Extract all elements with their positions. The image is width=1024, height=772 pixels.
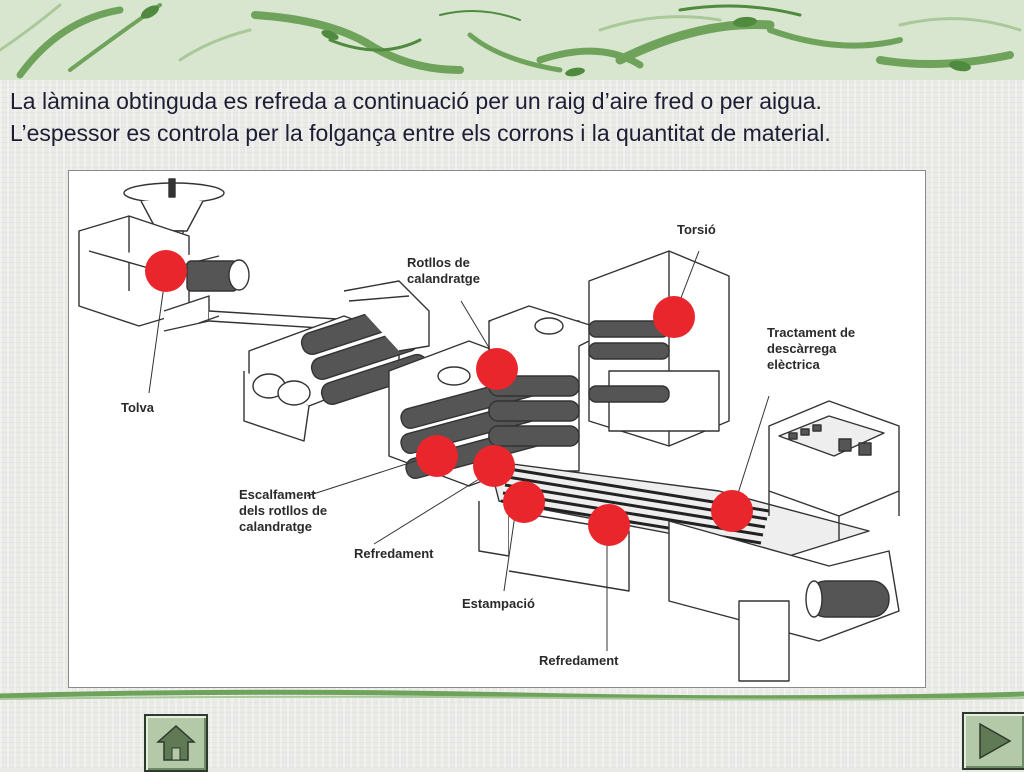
marker-tolva	[145, 250, 187, 292]
marker-refredament-2	[588, 504, 630, 546]
marker-rotllos	[476, 348, 518, 390]
home-button[interactable]	[144, 714, 208, 772]
decorative-bottom-stroke	[0, 689, 1024, 701]
label-escalfament-line3: calandratge	[239, 519, 312, 534]
label-tractament-line3: elèctrica	[767, 357, 820, 372]
decorative-leaf-banner	[0, 0, 1024, 80]
label-rotllos-calandratge: Rotllos de calandratge	[407, 255, 480, 287]
label-rotllos-line1: Rotllos de	[407, 255, 470, 270]
label-estampacio: Estampació	[462, 596, 535, 611]
marker-refredament-1	[473, 445, 515, 487]
label-tractament-line2: descàrrega	[767, 341, 837, 356]
label-escalfament-line2: dels rotllos de	[239, 503, 328, 518]
caption-line-2: L’espessor es controla per la folgança e…	[10, 120, 831, 146]
calendering-line-diagram: Tolva Rotllos de calandratge Torsió Trac…	[68, 170, 926, 688]
marker-layer	[145, 250, 753, 546]
play-arrow-icon	[979, 722, 1012, 760]
label-escalfament: Escalfament dels rotllos de calandratge	[239, 487, 327, 535]
slide-caption: La làmina obtinguda es refreda a continu…	[10, 85, 1024, 149]
marker-torsio	[653, 296, 695, 338]
label-refredament-2: Refredament	[539, 653, 619, 668]
label-refredament-1: Refredament	[354, 546, 434, 561]
label-tractament: Tractament de descàrrega elèctrica	[767, 325, 855, 373]
label-escalfament-line1: Escalfament	[239, 487, 316, 502]
caption-line-1: La làmina obtinguda es refreda a continu…	[10, 88, 822, 114]
label-tractament-line1: Tractament de	[767, 325, 856, 340]
next-slide-button[interactable]	[962, 712, 1024, 770]
label-torsio: Torsió	[677, 222, 716, 237]
home-icon	[156, 724, 196, 761]
marker-escalfament	[416, 435, 458, 477]
label-rotllos-line2: calandratge	[407, 271, 480, 286]
marker-estampacio	[503, 481, 545, 523]
label-tolva: Tolva	[121, 400, 154, 415]
marker-tractament	[711, 490, 753, 532]
